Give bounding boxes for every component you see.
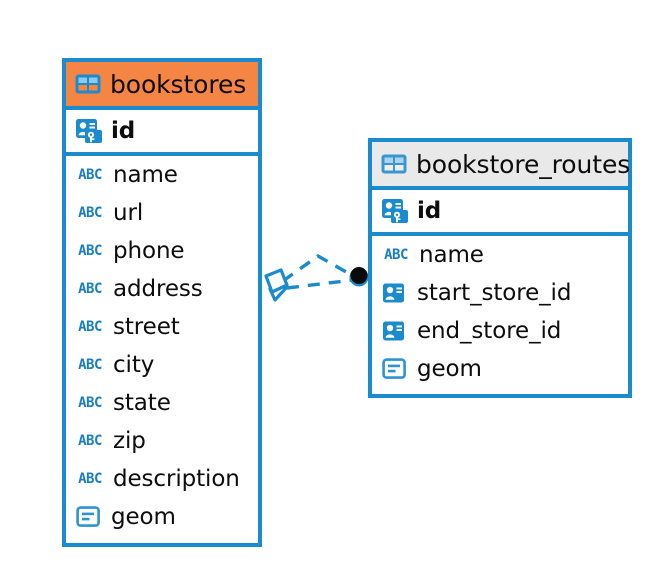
abc-text-icon: ABC	[78, 243, 102, 259]
column-row-name[interactable]: ABC name	[66, 156, 258, 194]
foreign-key-icon	[382, 282, 408, 304]
abc-text-icon: ABC	[78, 357, 102, 373]
column-row-end-store-id[interactable]: end_store_id	[372, 312, 628, 350]
filled-circle-marker	[349, 267, 369, 287]
abc-text-icon: ABC	[78, 471, 102, 487]
entity-columns-bookstore-routes: id ABC name start_store_id	[372, 190, 628, 388]
column-row-id[interactable]: id	[372, 190, 628, 236]
column-row-name[interactable]: ABC name	[372, 236, 628, 274]
column-label: address	[113, 275, 203, 302]
column-label: url	[113, 199, 144, 226]
column-row-street[interactable]: ABC street	[66, 308, 258, 346]
entity-header-bookstores[interactable]: bookstores	[66, 62, 258, 110]
column-label: zip	[113, 427, 146, 454]
abc-text-icon: ABC	[78, 205, 102, 221]
column-label: street	[113, 313, 180, 340]
entity-table-bookstores[interactable]: bookstores	[62, 58, 262, 547]
entity-title: bookstore_routes	[416, 149, 631, 179]
column-label: phone	[113, 237, 185, 264]
column-row-zip[interactable]: ABC zip	[66, 422, 258, 460]
column-label: name	[113, 161, 178, 188]
abc-text-icon: ABC	[78, 167, 102, 183]
primary-key-icon	[382, 199, 408, 223]
geometry-icon	[382, 358, 408, 380]
abc-text-icon: ABC	[78, 319, 102, 335]
column-label: end_store_id	[417, 317, 562, 344]
column-row-city[interactable]: ABC city	[66, 346, 258, 384]
relationship-line-branch-lower	[286, 278, 354, 290]
column-label: start_store_id	[417, 279, 572, 306]
abc-text-icon: ABC	[78, 281, 102, 297]
column-row-start-store-id[interactable]: start_store_id	[372, 274, 628, 312]
abc-text-icon: ABC	[78, 433, 102, 449]
geometry-icon	[76, 506, 102, 528]
relationship-line-branch-upper	[282, 253, 356, 283]
table-grid-icon	[381, 154, 407, 174]
entity-header-bookstore-routes[interactable]: bookstore_routes	[372, 142, 631, 190]
column-row-id[interactable]: id	[66, 110, 258, 156]
column-row-address[interactable]: ABC address	[66, 270, 258, 308]
column-label: id	[111, 117, 136, 144]
column-label: city	[113, 351, 155, 378]
column-label: geom	[111, 503, 176, 530]
column-row-geom[interactable]: geom	[66, 498, 258, 536]
entity-table-bookstore-routes[interactable]: bookstore_routes	[368, 138, 632, 398]
column-label: description	[113, 465, 240, 492]
entity-title: bookstores	[110, 69, 247, 99]
abc-text-icon: ABC	[78, 395, 102, 411]
column-row-phone[interactable]: ABC phone	[66, 232, 258, 270]
column-row-description[interactable]: ABC description	[66, 460, 258, 498]
column-label: geom	[417, 355, 482, 382]
abc-text-icon: ABC	[384, 247, 408, 263]
column-label: id	[417, 197, 442, 224]
column-row-geom[interactable]: geom	[372, 350, 628, 388]
primary-key-icon	[76, 119, 102, 143]
table-grid-icon	[75, 74, 101, 94]
column-label: state	[113, 389, 171, 416]
column-row-state[interactable]: ABC state	[66, 384, 258, 422]
column-label: name	[419, 241, 484, 268]
entity-columns-bookstores: id ABC name ABC url ABC phone ABC addres…	[66, 110, 258, 536]
diamond-marker	[264, 268, 289, 302]
foreign-key-icon	[382, 320, 408, 342]
column-row-url[interactable]: ABC url	[66, 194, 258, 232]
